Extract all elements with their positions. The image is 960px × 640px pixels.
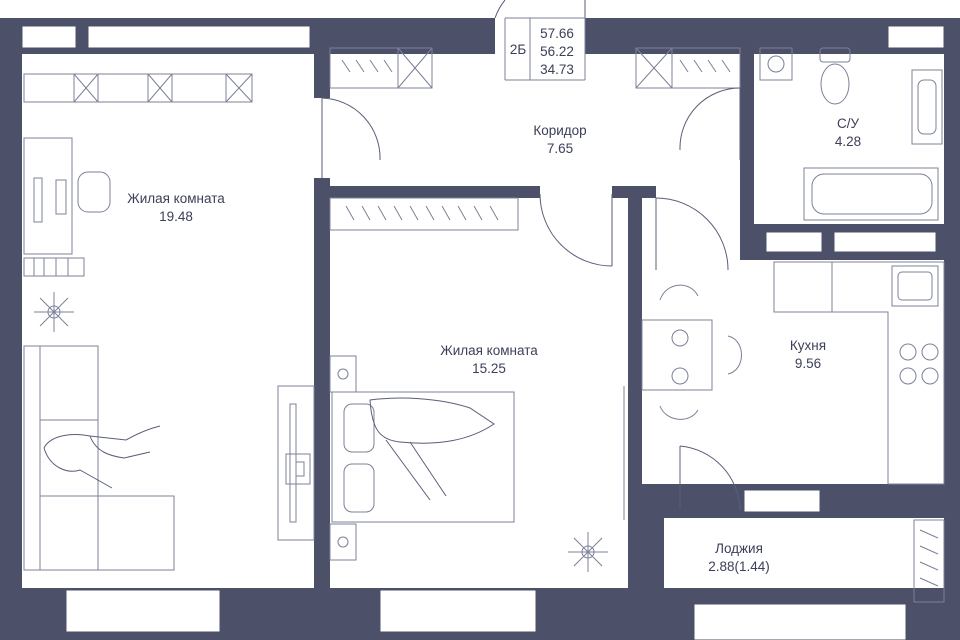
kitchen-furniture: Кухня 9.56 [641, 197, 945, 511]
room-name-loggia: Лоджия [715, 541, 763, 556]
bathroom-fixtures: С/У 4.28 [759, 47, 943, 221]
plant-icon [34, 292, 74, 332]
room-area-living-room-1: 19.48 [159, 209, 193, 224]
plant-icon-2 [568, 532, 608, 572]
room-area-living-room-2: 15.25 [472, 361, 506, 376]
living-room-1-furniture: Жилая комната 19.48 [23, 73, 381, 571]
room-name-living-room-2: Жилая комната [440, 343, 538, 358]
room-name-bathroom: С/У [837, 116, 860, 131]
corridor-furniture: Коридор 7.65 [329, 47, 741, 160]
room-name-corridor: Коридор [533, 123, 586, 138]
total-area: 57.66 [540, 26, 574, 41]
living-area: 34.73 [540, 62, 574, 77]
room-area-corridor: 7.65 [547, 141, 573, 156]
room-area-bathroom: 4.28 [835, 134, 861, 149]
apartment-code-box: 2Б 57.66 56.22 34.73 [494, 0, 586, 81]
living-room-2-furniture: Жилая комната 15.25 [329, 193, 625, 572]
apartment-code: 2Б [510, 42, 527, 57]
area-without-loggia: 56.22 [540, 44, 574, 59]
room-area-loggia: 2.88(1.44) [708, 559, 770, 574]
room-name-kitchen: Кухня [790, 338, 826, 353]
room-name-living-room-1: Жилая комната [127, 191, 225, 206]
loggia-furniture: Лоджия 2.88(1.44) [708, 519, 945, 603]
room-area-kitchen: 9.56 [795, 356, 821, 371]
